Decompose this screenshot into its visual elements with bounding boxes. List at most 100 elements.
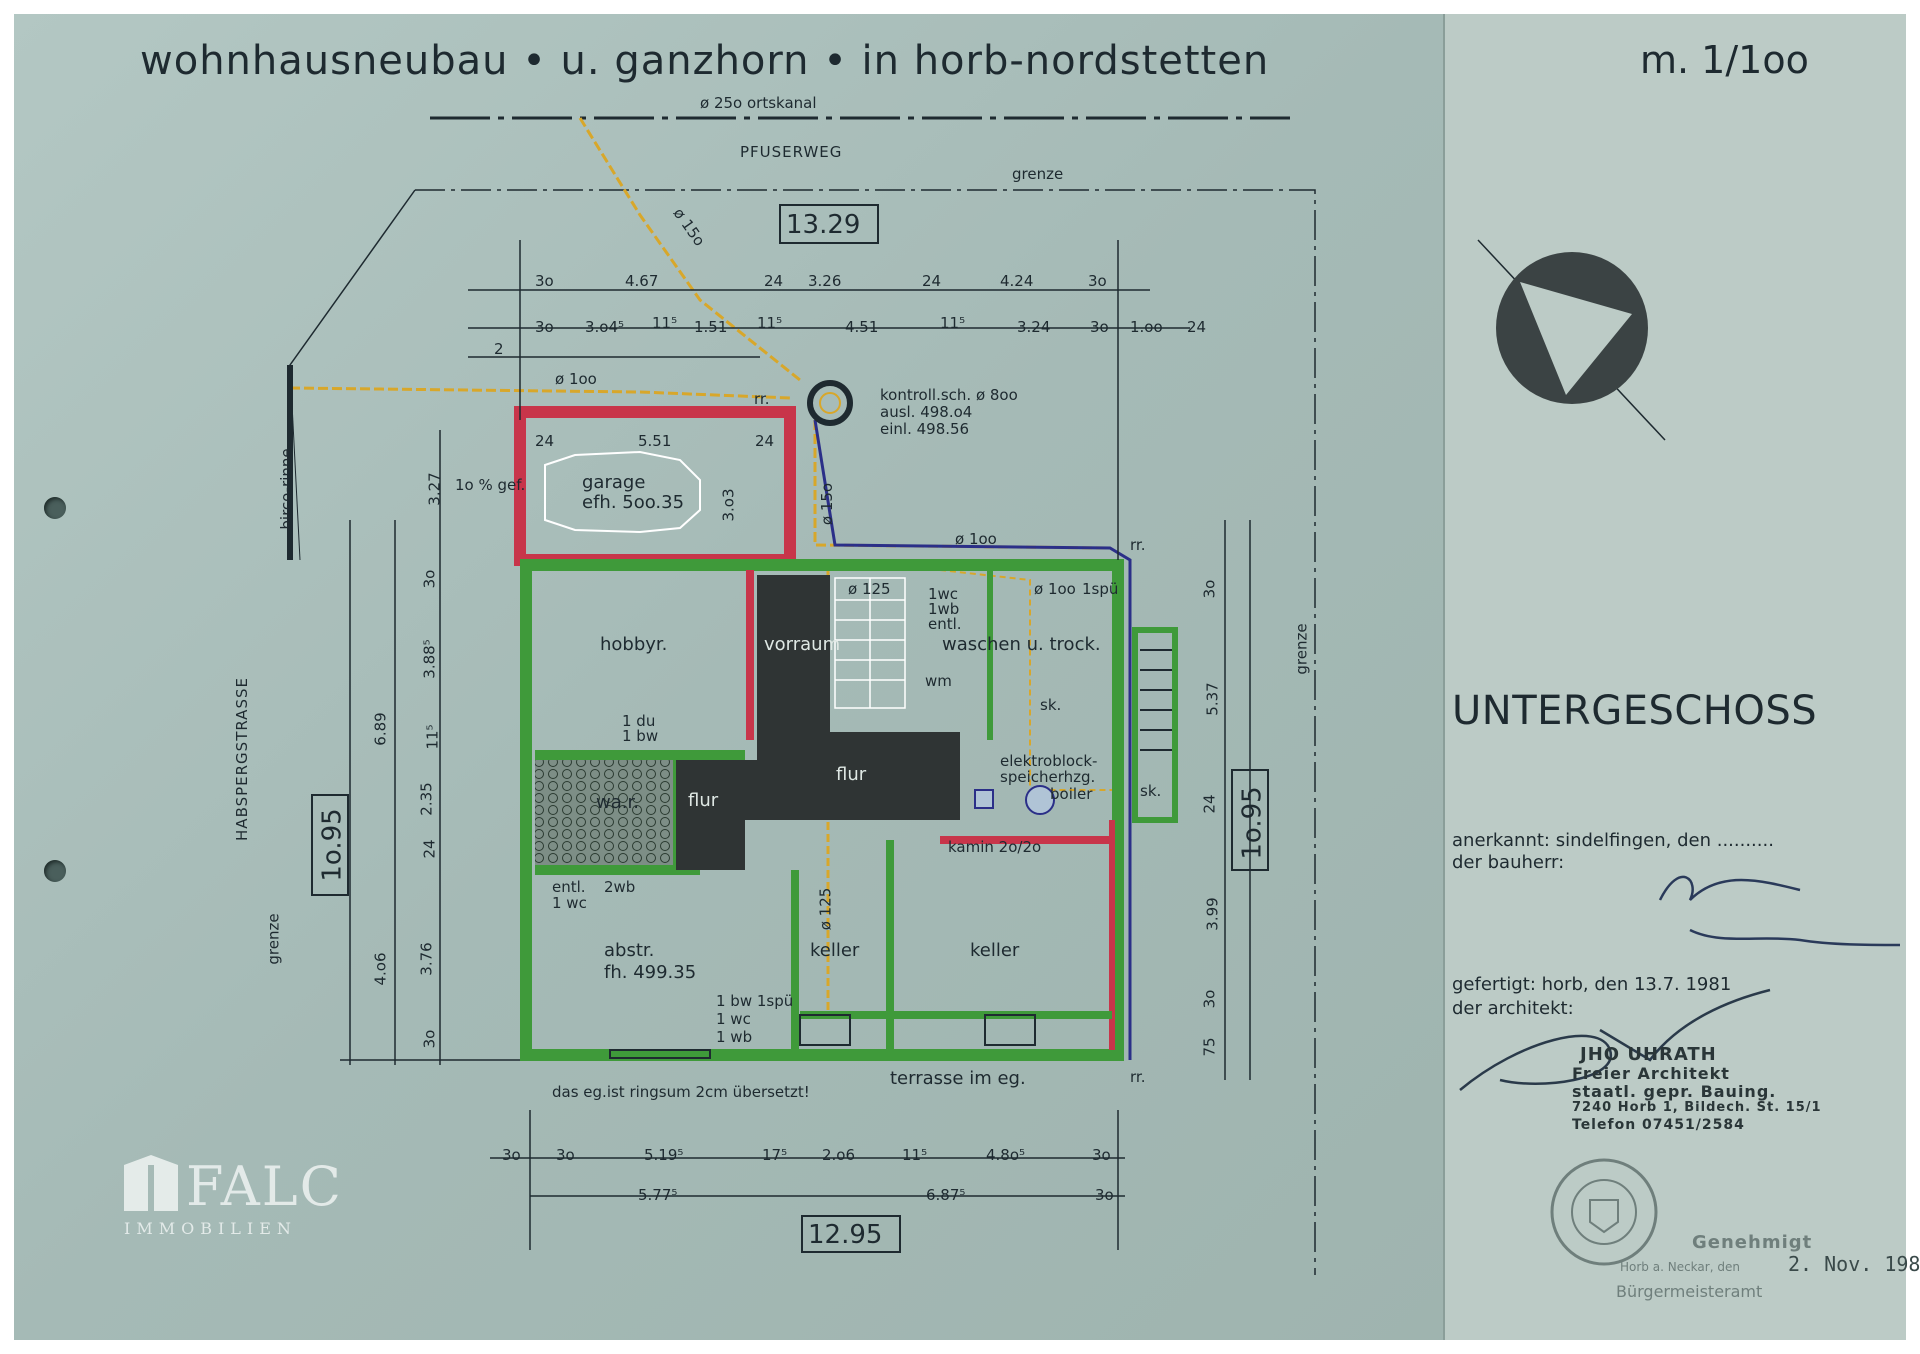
rr-label-3: rr. xyxy=(1130,1068,1146,1086)
garage-dim-1: 5.51 xyxy=(638,432,672,450)
dim-two: 2 xyxy=(494,340,504,358)
wb-2-label: 2wb xyxy=(604,878,636,896)
dim-left-inner-1: 3.88⁵ xyxy=(420,639,439,679)
horb-label: Horb a. Neckar, den xyxy=(1620,1260,1740,1274)
falc-logo-text: FALC xyxy=(186,1155,343,1218)
entl-1wb: 1wb xyxy=(928,600,960,618)
room-flur-2: flur xyxy=(836,764,867,785)
sk-label-2: sk. xyxy=(1140,782,1162,800)
street-north-label: PFUSERWEG xyxy=(740,143,843,161)
dim-r2-10: 24 xyxy=(1187,318,1207,336)
rr-label-1: rr. xyxy=(754,390,770,408)
total-right-box xyxy=(1231,769,1269,871)
kamin-label: kamin 2o/2o xyxy=(948,838,1042,856)
room-abstr-fh: fh. 499.35 xyxy=(604,962,697,983)
north-arrow xyxy=(1477,239,1666,441)
wm-label: wm xyxy=(925,672,952,690)
du-label: 1 du xyxy=(622,712,656,730)
room-keller-1: keller xyxy=(810,940,860,961)
punch-hole-bottom xyxy=(44,860,66,882)
dim-bot1-7: 3o xyxy=(1092,1146,1111,1164)
dimension-lines-bottom xyxy=(490,1110,1125,1250)
dim-bot1-2: 5.19⁵ xyxy=(644,1146,684,1164)
total-bottom-box xyxy=(801,1215,901,1253)
dim-left-total: 1o.95 xyxy=(317,808,348,882)
dim-bot2-2: 3o xyxy=(1095,1186,1114,1204)
room-flur-1: flur xyxy=(688,790,719,811)
dim-right-0: 3o xyxy=(1200,579,1219,599)
dim-left-outer-1: 4.o6 xyxy=(371,952,390,986)
grenze-right-label: grenze xyxy=(1292,623,1311,675)
car-outline xyxy=(544,450,701,534)
stamp-line-1: Freier Architekt xyxy=(1572,1064,1730,1083)
room-keller-2: keller xyxy=(970,940,1020,961)
stamp-line-2: staatl. gepr. Bauing. xyxy=(1572,1082,1777,1101)
rr-label-2: rr. xyxy=(1130,536,1146,554)
dim-r1-2: 24 xyxy=(764,272,784,290)
paper-left xyxy=(14,14,1444,1340)
dim-bot2-0: 5.77⁵ xyxy=(638,1186,678,1204)
garage-v-1: 3.o3 xyxy=(719,488,738,522)
dim-right-2: 24 xyxy=(1200,794,1219,814)
dim-r2-8: 3o xyxy=(1090,318,1109,336)
dim-right-total: 1o.95 xyxy=(1237,786,1268,860)
room-wc: wa.r. xyxy=(596,792,639,813)
room-hobby: hobbyr. xyxy=(600,634,668,655)
dim-left-outer-0: 6.89 xyxy=(371,712,390,746)
dim-left-inner-0: 3o xyxy=(420,569,439,589)
dim-r2-5: 4.51 xyxy=(845,318,879,336)
dim-bot1-1: 3o xyxy=(556,1146,575,1164)
dim-bot2-1: 6.87⁵ xyxy=(926,1186,966,1204)
entl-2-label: entl. xyxy=(552,878,586,896)
dim-r1-1: 4.67 xyxy=(625,272,659,290)
dim-bot1-4: 2.o6 xyxy=(822,1146,856,1164)
dim-left-inner-5: 3.76 xyxy=(417,942,436,976)
stamp-line-4: Telefon 07451/2584 xyxy=(1572,1117,1745,1133)
architekt-line: der architekt: xyxy=(1452,998,1574,1019)
ortskanal-label: ø 25o ortskanal xyxy=(700,94,817,112)
drawing-scale: m. 1/1oo xyxy=(1640,38,1809,82)
pipe-150b-label: ø 15o xyxy=(818,482,837,526)
staircase xyxy=(834,577,906,709)
bw-label: 1 bw xyxy=(622,727,659,745)
outside-stairs xyxy=(1132,627,1178,823)
bw-spue-label: 1 bw 1spü xyxy=(716,992,794,1010)
dim-left-inner-2: 11⁵ xyxy=(423,724,442,750)
falc-logo-sub: IMMOBILIEN xyxy=(124,1219,297,1238)
dimension-lines-left xyxy=(340,430,520,1065)
wc-tiles xyxy=(535,760,673,865)
architekt-signature xyxy=(1459,988,1771,1091)
amt-label: Bürgermeisteramt xyxy=(1616,1282,1763,1301)
kontroll-label: kontroll.sch. ø 8oo xyxy=(880,386,1018,404)
stamp-name: JHO UHRATH xyxy=(1580,1044,1717,1065)
garage-efh: efh. 5oo.35 xyxy=(582,492,685,513)
drain-pipe-100-top xyxy=(289,386,791,400)
dim-right-5: 75 xyxy=(1200,1037,1219,1057)
garage-v-0: 3.27 xyxy=(425,472,444,506)
genehmigt-label: Genehmigt xyxy=(1692,1232,1813,1253)
dim-r2-4: 11⁵ xyxy=(757,314,783,332)
dim-r1-6: 3o xyxy=(1088,272,1107,290)
entl-1wc: 1wc xyxy=(928,585,959,603)
paper-right xyxy=(1444,14,1906,1340)
dim-left-inner-6: 3o xyxy=(420,1029,439,1049)
boiler-symbol xyxy=(1025,785,1055,815)
speicher-label: speicherhzg. xyxy=(1000,768,1096,786)
boiler-label: boiler xyxy=(1050,785,1093,803)
ausl-label: ausl. 498.o4 xyxy=(880,403,973,421)
dim-r2-0: 3o xyxy=(535,318,554,336)
sheet-label: UNTERGESCHOSS xyxy=(1452,688,1818,734)
control-shaft xyxy=(807,380,853,426)
grenze-left-label: grenze xyxy=(264,913,283,965)
dim-total-top: 13.29 xyxy=(786,210,861,240)
bauherr-signature xyxy=(1658,875,1901,947)
dim-bot1-6: 4.8o⁵ xyxy=(986,1146,1026,1164)
dim-r2-1: 3.o4⁵ xyxy=(585,318,625,336)
entl-label: entl. xyxy=(928,615,962,633)
einl-label: einl. 498.56 xyxy=(880,420,970,438)
dimension-lines-top xyxy=(468,240,1190,560)
dim-r2-9: 1.oo xyxy=(1130,318,1163,336)
dim-right-1: 5.37 xyxy=(1203,682,1222,716)
pipe-100-in-label: ø 1oo xyxy=(1034,580,1076,598)
